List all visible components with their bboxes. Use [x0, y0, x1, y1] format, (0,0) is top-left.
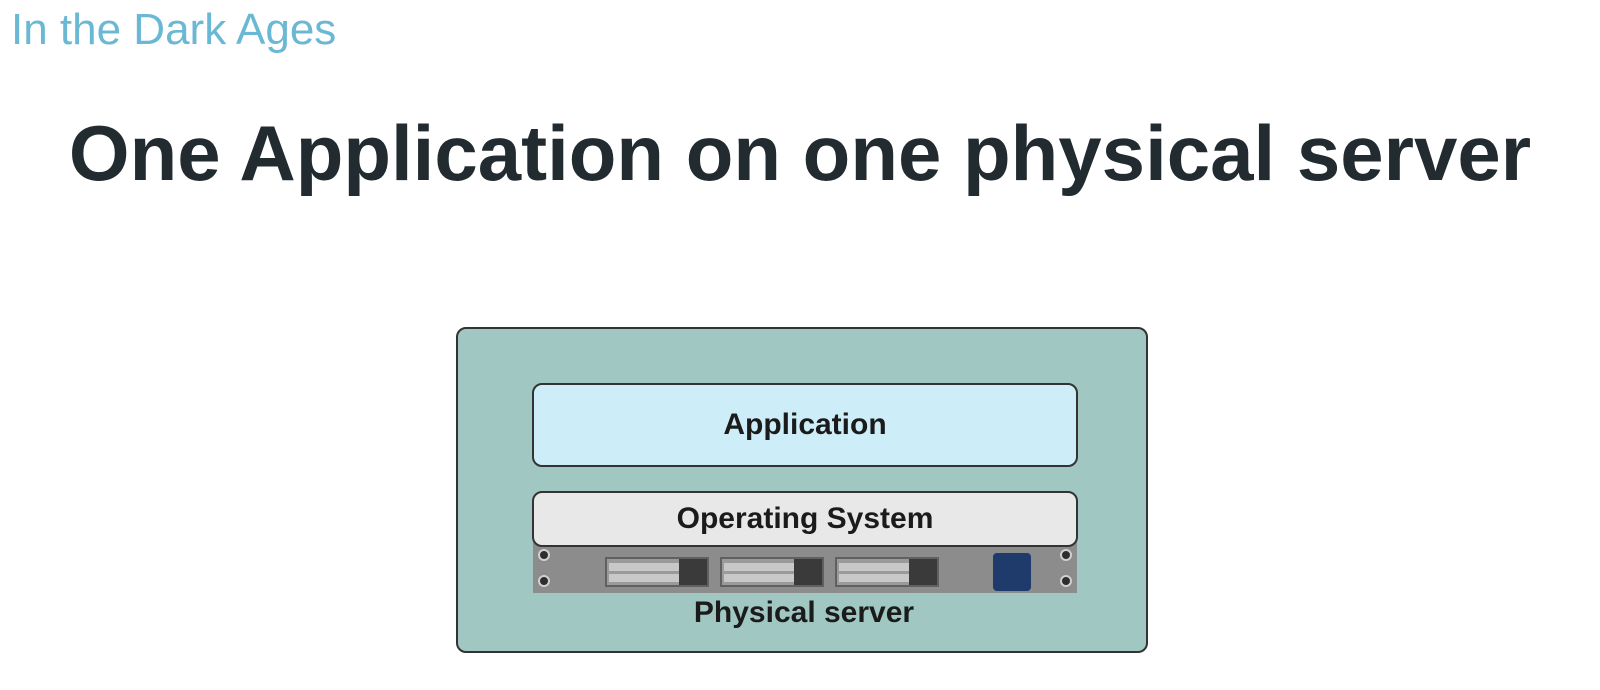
operating-system-layer-label: Operating System: [676, 502, 934, 535]
architecture-diagram: Application Operating System Physical se…: [456, 327, 1148, 653]
drive-bay-icon: [720, 557, 824, 587]
screw-icon: [538, 549, 550, 561]
rack-server-icon: [533, 541, 1077, 593]
section-label: In the Dark Ages: [11, 5, 337, 54]
drive-bay-icon: [835, 557, 939, 587]
screw-icon: [1060, 549, 1072, 561]
application-layer: Application: [532, 383, 1078, 467]
operating-system-layer: Operating System: [532, 491, 1078, 547]
power-button-icon: [993, 553, 1031, 591]
slide-title: One Application on one physical server: [68, 109, 1532, 197]
screw-icon: [1060, 575, 1072, 587]
physical-server-label: Physical server: [693, 596, 915, 629]
drive-bay-icon: [605, 557, 709, 587]
application-layer-label: Application: [723, 408, 887, 441]
screw-icon: [538, 575, 550, 587]
